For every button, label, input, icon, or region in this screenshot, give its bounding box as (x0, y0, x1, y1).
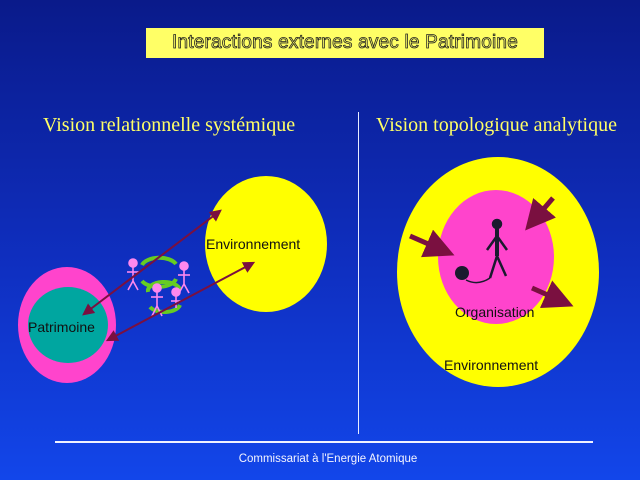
outbound-arrow (530, 280, 574, 308)
environment-label-right: Environnement (444, 357, 538, 373)
slide-title: Interactions externes avec le Patrimoine (172, 32, 519, 54)
title-box: Interactions externes avec le Patrimoine (146, 28, 544, 58)
vertical-divider (358, 112, 359, 434)
relation-arrow (82, 209, 222, 316)
inbound-arrow (525, 196, 557, 231)
relation-arrow (105, 261, 256, 342)
environment-label-left: Environnement (206, 236, 300, 252)
left-diagram: Environnement Patrimoine (18, 176, 327, 383)
right-heading: Vision topologique analytique (376, 114, 617, 136)
inbound-arrow (409, 229, 455, 258)
left-heading: Vision relationnelle systémique (43, 114, 296, 136)
footer-text: Commissariat à l'Energie Atomique (238, 453, 418, 465)
patrimoine-label: Patrimoine (28, 319, 95, 335)
right-diagram: Organisation Environnement (397, 157, 599, 387)
footer-divider (55, 441, 593, 443)
organisation-label: Organisation (455, 304, 534, 320)
prisoner-figure-icon (455, 218, 509, 284)
